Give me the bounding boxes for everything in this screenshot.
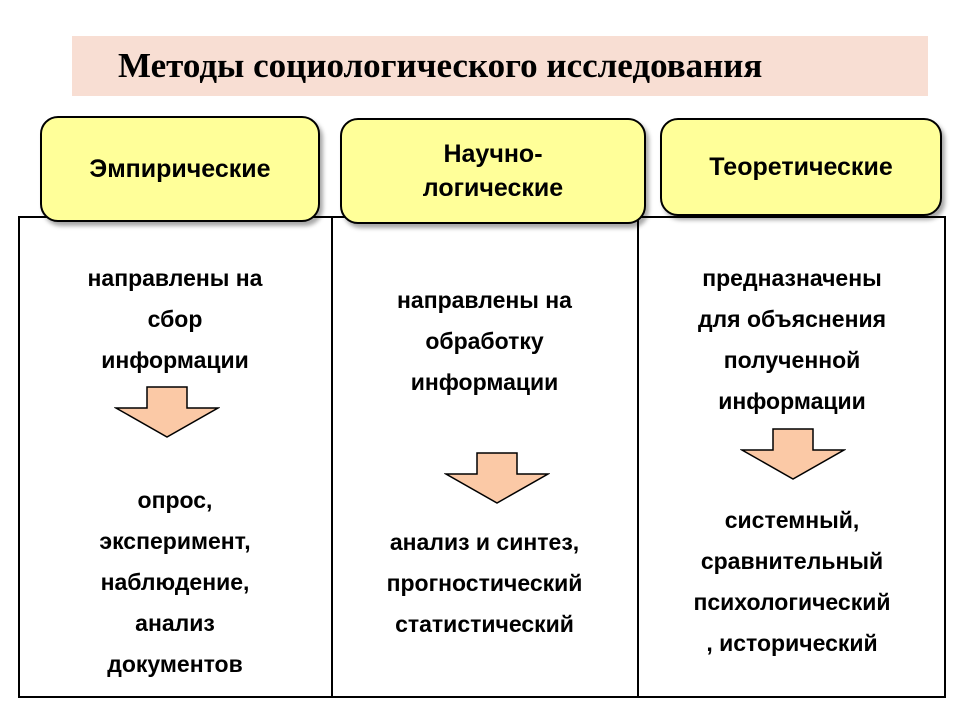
- title-band: [72, 36, 928, 96]
- scientific-logical-methods: анализ и синтез, прогностический статист…: [386, 529, 583, 637]
- down-arrow-icon: [444, 452, 550, 504]
- header-label: Эмпирические: [89, 155, 271, 183]
- header-label: Теоретические: [709, 153, 893, 181]
- down-arrow-icon: [740, 428, 846, 480]
- page-title: Методы социологического исследования: [118, 46, 763, 85]
- empirical-methods: опрос, эксперимент, наблюдение, анализ д…: [99, 487, 251, 677]
- header-theoretical: Теоретические: [660, 118, 942, 216]
- column-divider: [331, 216, 333, 698]
- header-empirical: Эмпирические: [40, 116, 320, 222]
- theoretical-purpose: предназначены для объяснения полученной …: [697, 265, 887, 414]
- column-divider: [637, 216, 639, 698]
- down-arrow-icon: [114, 386, 220, 438]
- empirical-purpose: направлены на сбор информации: [87, 265, 263, 373]
- scientific-logical-purpose: направлены на обработку информации: [397, 287, 572, 395]
- header-label: Научно- логические: [422, 140, 564, 202]
- theoretical-methods: системный, сравнительный психологический…: [693, 507, 891, 656]
- header-scientific-logical: Научно- логические: [340, 118, 646, 224]
